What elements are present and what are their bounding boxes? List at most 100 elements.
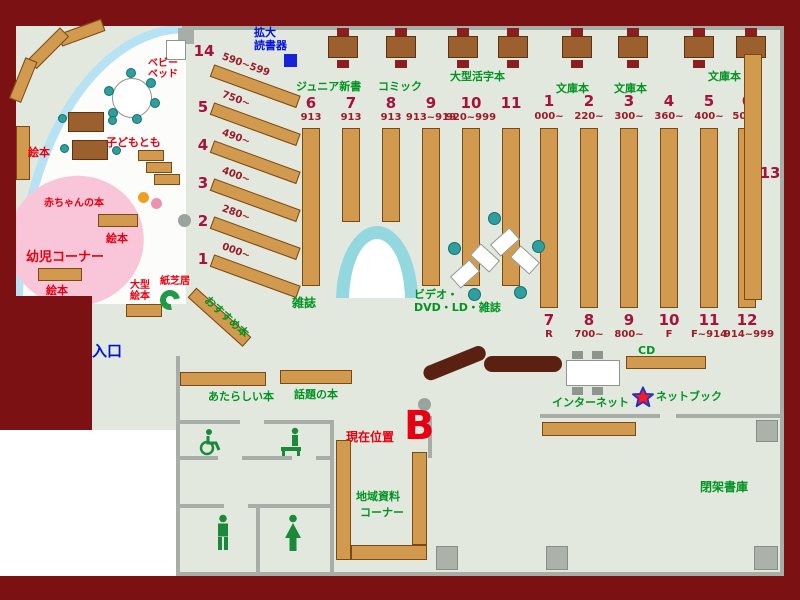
fan-number: 2 [197,212,209,230]
bookshelf-column [540,128,558,308]
internet-label: インターネット [552,396,629,409]
chair [337,28,349,36]
picture-books-label: 絵本 [106,232,128,245]
video-dvd-label: ビデオ・ [414,288,458,301]
entrance-label: 入口 [92,342,123,360]
magnifier-device-label: 拡大 [254,26,276,39]
pillar [754,546,778,570]
aisle-number: 7 [345,94,357,112]
aisle-number: 7 [543,311,555,329]
aisle-number: 3 [623,92,635,110]
location-star-icon [632,386,654,408]
bookshelf-column [382,128,400,222]
kids-chair [108,116,117,125]
pillar-round [418,398,431,411]
aisle-range: F~914 [690,329,728,340]
magazines-label: 雑誌 [292,296,317,310]
stack-room-wall [540,414,660,418]
browsing-arc-shape [336,226,418,298]
video-dvd-label: DVD・LD・雑誌 [414,301,501,314]
inner-wall-right [780,26,784,576]
kids-chair [132,114,142,124]
pillar [546,546,568,570]
fan-number: 1 [197,250,209,268]
reading-table [684,36,714,58]
restroom-wall [178,420,240,424]
chair [627,60,639,68]
kids-chair [146,78,156,88]
entrance-wall-block [0,296,92,430]
restroom-wall [264,420,332,424]
chair [693,60,705,68]
baby-bed-label: ベビー [148,58,178,69]
topic-books-shelf [280,370,352,384]
restroom-wall [178,504,224,508]
fan-number: 4 [197,136,209,154]
kids-cushion-pink [151,198,162,209]
stool [488,212,501,225]
fan-number: 3 [197,174,209,192]
wall-right [784,0,800,600]
local-materials-shelf [351,545,427,560]
bookshelf-column [660,128,678,308]
aisle-range: 400~ [694,111,724,122]
local-materials-shelf [412,452,427,545]
chair [745,28,757,36]
bookshelf-column [744,54,762,300]
chair [457,28,469,36]
infant-corner-label: 幼児コーナー [26,250,105,265]
chair [572,351,583,359]
reading-table [498,36,528,58]
baby-bed [166,40,186,60]
netbook-label: ネットブック [656,390,722,403]
aisle-number: 2 [583,92,595,110]
aisle-range: 913 [340,112,362,123]
new-books-shelf [180,372,266,386]
reading-table [618,36,648,58]
bunko-label: 文庫本 [614,82,647,95]
aisle-range: 913~919 [405,112,457,123]
kids-chair [112,146,121,155]
kamishibai-label: 紙芝居 [160,276,190,287]
bookshelf-column [342,128,360,222]
reading-table [448,36,478,58]
aisle-number: 6 [305,94,317,112]
bunko-label: 文庫本 [708,70,741,83]
picture-books-label: 絵本 [28,146,50,159]
stool [448,242,461,255]
picture-books-label: 絵本 [46,284,68,297]
picture-book-shelf [38,268,82,281]
restroom-wall [242,456,292,460]
chair [592,387,603,395]
aisle-range: 700~ [574,329,604,340]
aisle-range: F [665,329,673,340]
aisle-range: 913 [300,112,322,123]
mens-room-icon [218,514,228,550]
aisle-range: 360~ [654,111,684,122]
wheelchair-icon [199,429,221,456]
stack-room-wall [676,414,784,418]
chair [395,60,407,68]
aisle-number: 1 [543,92,555,110]
stool [468,288,481,301]
comic-label: コミック [378,80,422,93]
bookshelf-column [580,128,598,308]
bookshelf-column [700,128,718,308]
kids-chair [104,86,114,96]
aisle-number: 11 [698,311,720,329]
chair [572,387,583,395]
aisle-number: 4 [663,92,675,110]
kids-round-table [112,78,152,118]
inner-wall-left-lower [176,356,180,576]
shelf-number-13: 13 [759,164,781,182]
bookshelf-column [620,128,638,308]
kids-chair [126,68,136,78]
inner-wall-bottom [178,572,784,576]
aisle-number: 8 [385,94,397,112]
wall-top [0,0,800,26]
chair [693,28,705,36]
aisle-range: 920~999 [445,112,497,123]
new-books-label: あたらしい本 [208,390,274,403]
shelf-number-14: 14 [193,42,215,60]
restroom-wall [256,504,260,576]
